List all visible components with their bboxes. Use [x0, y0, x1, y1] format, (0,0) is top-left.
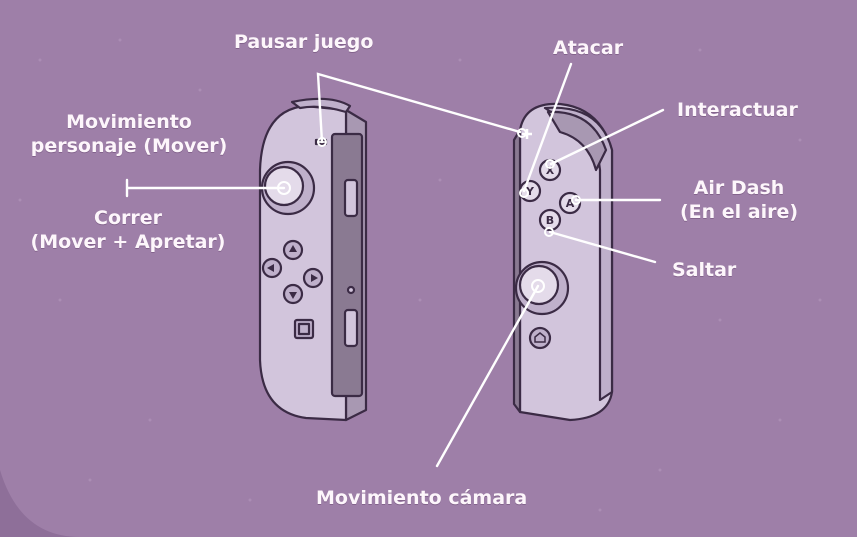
interact-line — [549, 108, 665, 166]
airdash-label-line1: Air Dash — [693, 177, 785, 199]
a-button-label: A — [566, 197, 575, 210]
attack-label: Atacar — [553, 37, 624, 59]
leader-lines — [125, 62, 665, 468]
camera-line — [435, 284, 540, 468]
leader-endpoints — [277, 128, 581, 293]
left-joycon — [258, 97, 368, 422]
capture-button — [293, 318, 315, 340]
left-rail-dot — [346, 285, 356, 295]
move-label: Movimiento personaje (Mover) — [4, 110, 254, 158]
move-label-line2: personaje (Mover) — [30, 135, 228, 157]
left-rail-slot-1 — [343, 178, 359, 218]
run-label-line1: Correr — [94, 207, 162, 229]
pause-label: Pausar juego — [234, 31, 374, 53]
home-button — [528, 326, 552, 350]
corner-shade — [0, 470, 80, 537]
x-button-label: X — [546, 164, 555, 177]
run-label: Correr (Mover + Apretar) — [6, 206, 250, 254]
run-label-line2: (Mover + Apretar) — [30, 231, 226, 253]
background-dots — [18, 38, 822, 512]
pause-line — [316, 72, 522, 144]
right-stick — [518, 264, 560, 306]
right-rail-edge — [512, 128, 522, 414]
right-joycon — [512, 102, 614, 422]
dpad-arrows — [267, 245, 318, 299]
jump-line — [548, 230, 657, 264]
right-shoulder — [546, 110, 608, 172]
face-button-letters: X Y A B — [525, 164, 575, 227]
left-stick — [263, 165, 305, 207]
plus-button — [522, 129, 532, 139]
left-rail — [330, 132, 364, 398]
airdash-label: Air Dash (En el aire) — [664, 176, 814, 224]
left-rail-slot-2 — [343, 308, 359, 348]
y-button-label: Y — [525, 185, 535, 198]
b-button-label: B — [546, 214, 554, 227]
jump-label: Saltar — [672, 259, 737, 281]
interact-label: Interactuar — [677, 99, 798, 121]
move-label-line1: Movimiento — [66, 111, 192, 133]
camera-label: Movimiento cámara — [316, 487, 528, 509]
attack-line — [522, 62, 573, 193]
home-icon — [534, 332, 546, 343]
move-line — [125, 178, 286, 198]
airdash-label-line2: (En el aire) — [679, 201, 799, 223]
b-button — [538, 208, 562, 232]
